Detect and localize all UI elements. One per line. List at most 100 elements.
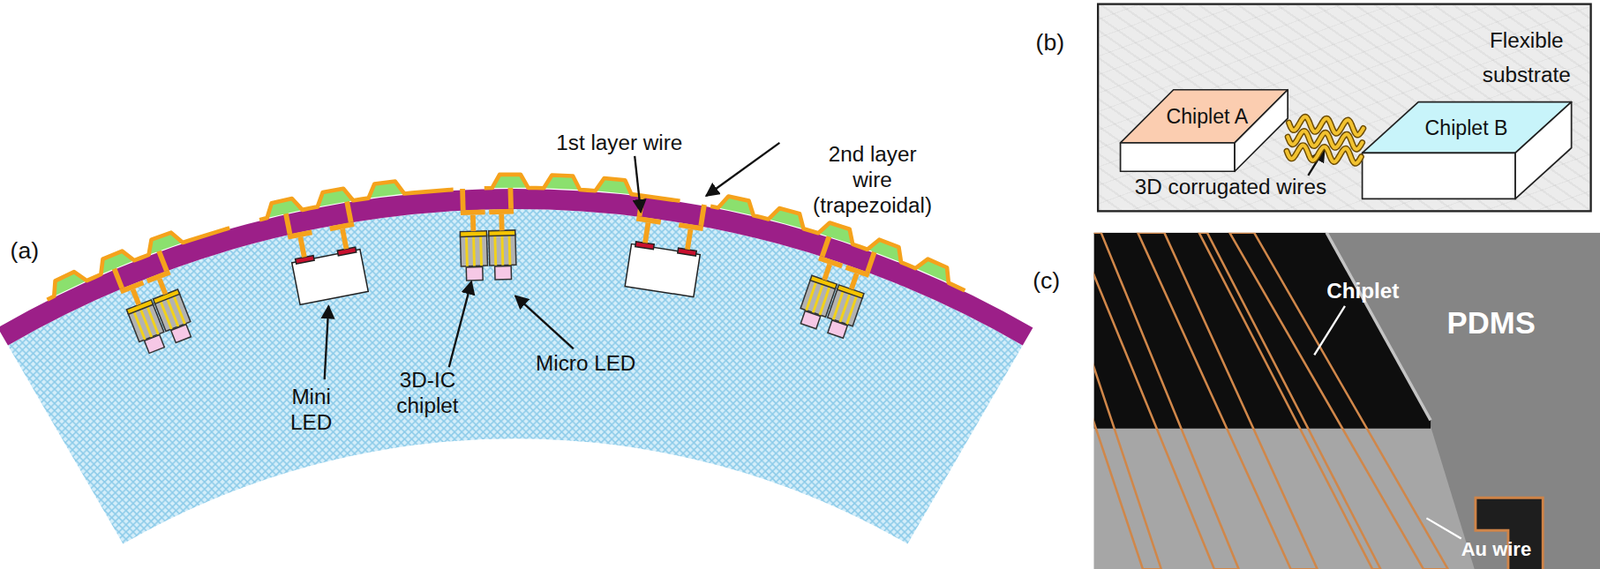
box-face [1362,152,1516,199]
micro-led [144,335,166,354]
flexible-substrate [7,209,1023,545]
chiplet-symbol [458,187,517,281]
tsv-pillar [500,235,504,266]
leader-arrow [634,156,641,213]
mini-led-body [292,249,369,306]
corrugated-wire [1287,130,1362,150]
callout-label: 1st layer wire [542,129,696,156]
via [157,277,168,295]
mini-led-symbol [282,200,369,305]
tsv-pillar [819,286,830,316]
micro-led [495,265,512,280]
via [864,250,877,273]
chip-body [488,234,517,267]
tsv-pillar [472,236,476,267]
chip-pad-layer [488,230,516,237]
leader-line [1314,306,1345,356]
second-layer-wire [484,174,681,202]
photo-label: PDMS [1447,306,1536,341]
photo-panel [1094,232,1600,569]
au-wire [1094,232,1240,569]
leader-arrow [1307,149,1325,176]
first-layer-wire [488,209,514,216]
leader-arrow [449,281,472,368]
corrugated-wire-group [1286,116,1364,164]
box-face [1515,102,1572,200]
via [642,222,651,244]
via [112,267,125,290]
au-wires [1094,232,1449,569]
micro-led [171,324,192,344]
via [470,215,476,233]
au-wire [1137,232,1318,569]
micro-led [800,310,820,329]
box-face [1234,90,1288,173]
micro-led [827,320,848,339]
panel-letter: (b) [1036,28,1066,56]
chip-body [459,234,488,267]
chiplet-box: Chiplet A [1120,90,1289,173]
callout-label: 3D-IC chiplet [390,367,465,419]
substrate-label: Flexible substrate [1469,23,1585,91]
tsv-pillar [493,235,497,266]
panel-letter: (a) [10,236,40,264]
box-face [1120,142,1236,172]
leader-arrow [515,295,574,349]
photo-label: Au wire [1461,537,1532,562]
tsv-pillar [479,236,483,267]
via [498,214,504,232]
via [698,203,707,226]
via [156,249,169,272]
via [848,272,859,290]
corrugated-wire [1288,116,1363,136]
mini-led-symbol [624,195,708,298]
callout-label: Mini LED [280,383,342,436]
via [298,236,308,258]
callout-label: 2nd layer wire (trapezoidal) [808,141,938,218]
tsv-pillar [465,236,469,267]
callout-label: Micro LED [535,350,636,376]
via [130,288,142,306]
corrugated-wire [1286,145,1361,165]
via [459,188,466,211]
first-layer-wire [460,210,486,217]
via [821,263,832,281]
via [339,228,349,250]
au-wire [1094,232,1162,569]
callout-label: 3D corrugated wires [1134,173,1327,200]
via [283,212,293,235]
leader-arrow [706,142,780,196]
panel-letter: (c) [1032,267,1060,295]
via [684,229,693,251]
chiplet-box: Chiplet B [1362,102,1572,200]
tsv-pillar [508,235,512,266]
leader-line [1426,518,1461,539]
photo-label: Chiplet [1326,277,1399,304]
via [507,187,513,209]
second-layer-wire [259,181,454,221]
chiplet-label: Chiplet A [1156,104,1257,129]
leader-arrows [324,142,781,380]
au-wire [1229,232,1448,569]
chip-pad-layer [459,231,487,238]
wire-outline [1287,130,1362,150]
tsv-pillar [147,307,158,335]
second-layer-wire [46,227,230,300]
chiplet-edge [1326,232,1431,421]
tsv-pillar [173,296,185,324]
wire-outline [1288,116,1363,136]
chiplet-label: Chiplet B [1415,115,1518,141]
micro-led [465,266,483,281]
leader-arrow [324,306,330,380]
cross-section [0,174,1033,545]
box-outline [1120,90,1289,173]
tsv-pillar [847,296,857,325]
wire-outline [1286,145,1361,165]
via [819,235,832,258]
mini-led-body [624,244,700,298]
via [344,200,354,223]
chiplet-symbol [111,249,196,356]
